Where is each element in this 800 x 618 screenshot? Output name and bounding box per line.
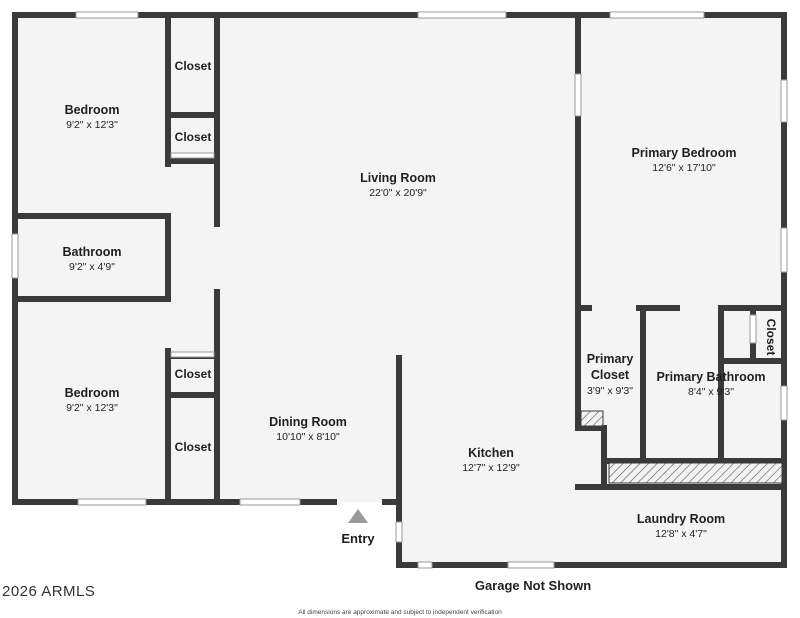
living-room-dims: 22'0" x 20'9" — [369, 187, 427, 199]
primary-closet-dims: 3'9" x 9'3" — [587, 385, 633, 397]
entry-label: Entry — [341, 531, 375, 546]
closet-label-vertical: Closet — [764, 319, 778, 356]
closet-label: Closet — [175, 367, 212, 381]
closet-label: Closet — [175, 130, 212, 144]
kitchen-dims: 12'7" x 12'9" — [462, 462, 520, 474]
dining-room-name: Dining Room — [269, 415, 347, 429]
primary-bedroom-dims: 12'6" x 17'10" — [652, 162, 716, 174]
garage-note: Garage Not Shown — [475, 578, 591, 593]
bathroom-name: Bathroom — [62, 245, 121, 259]
kitchen-name: Kitchen — [468, 446, 514, 460]
closet-labels: Closet Closet Closet Closet Closet — [175, 59, 778, 454]
closet-label: Closet — [175, 440, 212, 454]
disclaimer-text: All dimensions are approximate and subje… — [298, 609, 502, 616]
windows — [11, 11, 788, 569]
room-labels: Bedroom 9'2" x 12'3" Bathroom 9'2" x 4'9… — [62, 103, 765, 540]
bedroom-top-dims: 9'2" x 12'3" — [66, 119, 118, 131]
primary-bedroom-name: Primary Bedroom — [632, 146, 737, 160]
closet-label: Closet — [175, 59, 212, 73]
bedroom-bottom-name: Bedroom — [65, 386, 120, 400]
laundry-room-name: Laundry Room — [637, 512, 725, 526]
laundry-room-dims: 12'8" x 4'7" — [655, 528, 707, 540]
living-room-name: Living Room — [360, 171, 436, 185]
bathroom-dims: 9'2" x 4'9" — [69, 261, 115, 273]
dining-room-dims: 10'10" x 8'10" — [276, 431, 340, 443]
bedroom-top-name: Bedroom — [65, 103, 120, 117]
primary-closet-name-2: Closet — [591, 368, 630, 382]
primary-bathroom-name: Primary Bathroom — [656, 370, 765, 384]
primary-closet-name-1: Primary — [587, 352, 634, 366]
bedroom-bottom-dims: 9'2" x 12'3" — [66, 402, 118, 414]
copyright-watermark: 2026 ARMLS — [2, 583, 95, 600]
primary-bathroom-dims: 8'4" x 9'3" — [688, 386, 734, 398]
entry-marker — [348, 509, 368, 523]
